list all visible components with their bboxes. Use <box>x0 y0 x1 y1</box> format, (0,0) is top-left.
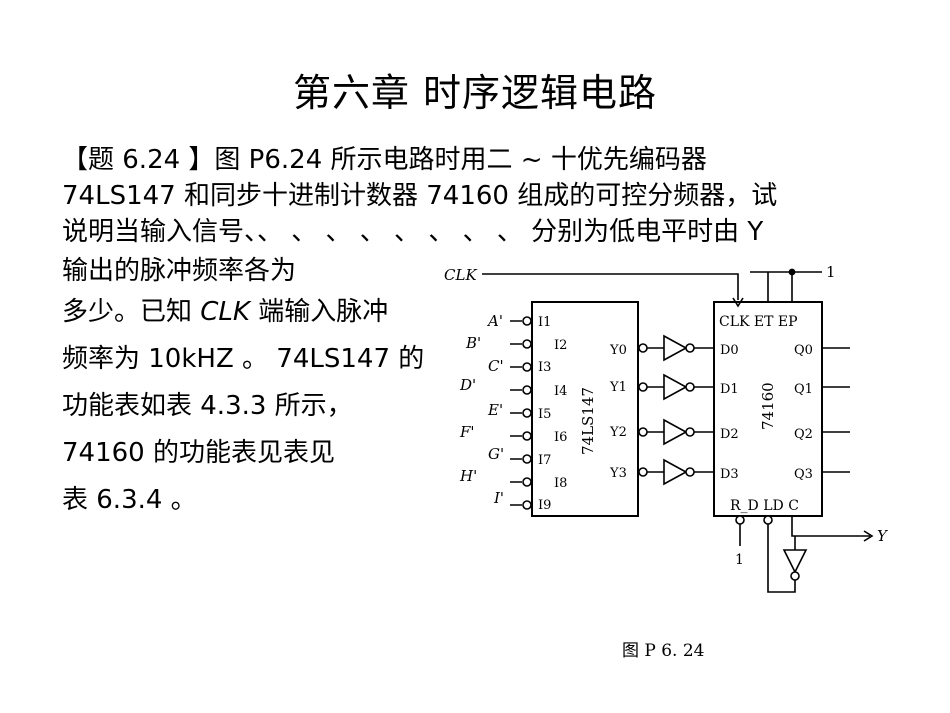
pin-i7: I7 <box>538 453 551 468</box>
input-ext-e: E' <box>487 401 503 419</box>
problem-line-2: 74LS147 和同步十进制计数器 74160 组成的可控分频器，试 <box>62 181 778 211</box>
problem-line-5-b: 端输入脉冲 <box>249 297 389 327</box>
clk-wire <box>482 273 739 300</box>
pin-q1: Q1 <box>794 382 813 397</box>
problem-line-6: 频率为 10kHZ 。 74LS147 的 <box>62 344 425 374</box>
input-ext-d: D' <box>459 376 476 394</box>
problem-line-5: 多少。已知 CLK 端输入脉冲 <box>62 289 434 336</box>
problem-line-8: 74160 的功能表见表见 <box>62 438 335 468</box>
counter-name: 74160 <box>759 382 777 430</box>
input-ext-g: G' <box>488 445 504 463</box>
inverter-4 <box>663 458 688 486</box>
problem-line-4: 输出的脉冲频率各为 <box>62 256 297 286</box>
problem-text: 【题 6.24 】图 P6.24 所示电路时用二 ~ 十优先编码器 74LS14… <box>62 142 882 250</box>
figure-caption: 图 P 6. 24 <box>622 641 705 661</box>
pin-i1: I1 <box>538 315 551 330</box>
pin-y2: Y2 <box>609 425 627 440</box>
circuit-diagram: CLK 1 74LS147 74160 CLK ET EP R_D LD C A… <box>444 263 889 593</box>
ld-one-label: 1 <box>735 552 744 568</box>
inverter-2 <box>663 373 688 401</box>
feedback-inverter <box>782 549 808 574</box>
inverter-chain <box>638 334 714 486</box>
input-ext-i: I' <box>493 489 504 507</box>
ld-feedback-wire <box>767 524 796 593</box>
pin-i9: I9 <box>538 498 551 513</box>
problem-line-5-a: 多少。已知 <box>62 297 201 327</box>
pin-y3: Y3 <box>609 466 627 481</box>
inverter-1 <box>663 334 688 362</box>
q-output-wires <box>822 347 850 473</box>
input-ext-b: B' <box>465 334 481 352</box>
inverter-3 <box>663 418 688 446</box>
c-to-y-wire <box>791 516 870 537</box>
clk-arrow <box>732 297 744 308</box>
encoder-input-wires <box>510 316 532 510</box>
page-title: 第六章 时序逻辑电路 <box>292 71 658 115</box>
counter-bottom-pins: R_D LD C <box>730 498 799 514</box>
y-arrow <box>863 530 874 542</box>
pin-q2: Q2 <box>794 427 813 442</box>
pin-i3: I3 <box>538 360 551 375</box>
pin-q3: Q3 <box>794 467 813 482</box>
pin-y0: Y0 <box>609 343 627 358</box>
clk-term: CLK <box>200 297 250 327</box>
input-ext-c: C' <box>488 357 504 375</box>
pin-i8: I8 <box>554 476 567 491</box>
input-ext-h: H' <box>459 467 477 485</box>
pin-q0: Q0 <box>794 343 813 358</box>
pin-d3: D3 <box>720 467 739 482</box>
input-ext-a: A' <box>486 312 503 330</box>
problem-line-1: 【题 6.24 】图 P6.24 所示电路时用二 ~ 十优先编码器 <box>62 145 707 175</box>
pin-i5: I5 <box>538 407 551 422</box>
pin-i6: I6 <box>554 430 567 445</box>
one-label: 1 <box>826 263 836 281</box>
problem-line-9: 表 6.3.4 。 <box>62 485 197 515</box>
encoder-74ls147 <box>531 301 639 517</box>
encoder-name: 74LS147 <box>579 387 597 455</box>
et-ep-wire <box>750 271 822 302</box>
y-label: Y <box>877 527 889 545</box>
junction-dot <box>788 268 796 276</box>
pin-d0: D0 <box>720 343 739 358</box>
problem-text-side: 输出的脉冲频率各为 多少。已知 CLK 端输入脉冲 频率为 10kHZ 。 74… <box>62 253 434 524</box>
problem-line-7: 功能表如表 4.3.3 所示， <box>62 391 353 421</box>
pin-i4: I4 <box>554 384 567 399</box>
problem-line-3: 说明当输入信号、、 、 、 、 、 、 、 、 分别为低电平时由 Y <box>62 217 764 247</box>
clk-label: CLK <box>444 266 477 284</box>
input-ext-f: F' <box>459 423 475 441</box>
pin-i2: I2 <box>554 338 567 353</box>
pin-d1: D1 <box>720 382 739 397</box>
pin-y1: Y1 <box>609 380 627 395</box>
pin-d2: D2 <box>720 427 739 442</box>
counter-top-pins: CLK ET EP <box>719 314 798 330</box>
